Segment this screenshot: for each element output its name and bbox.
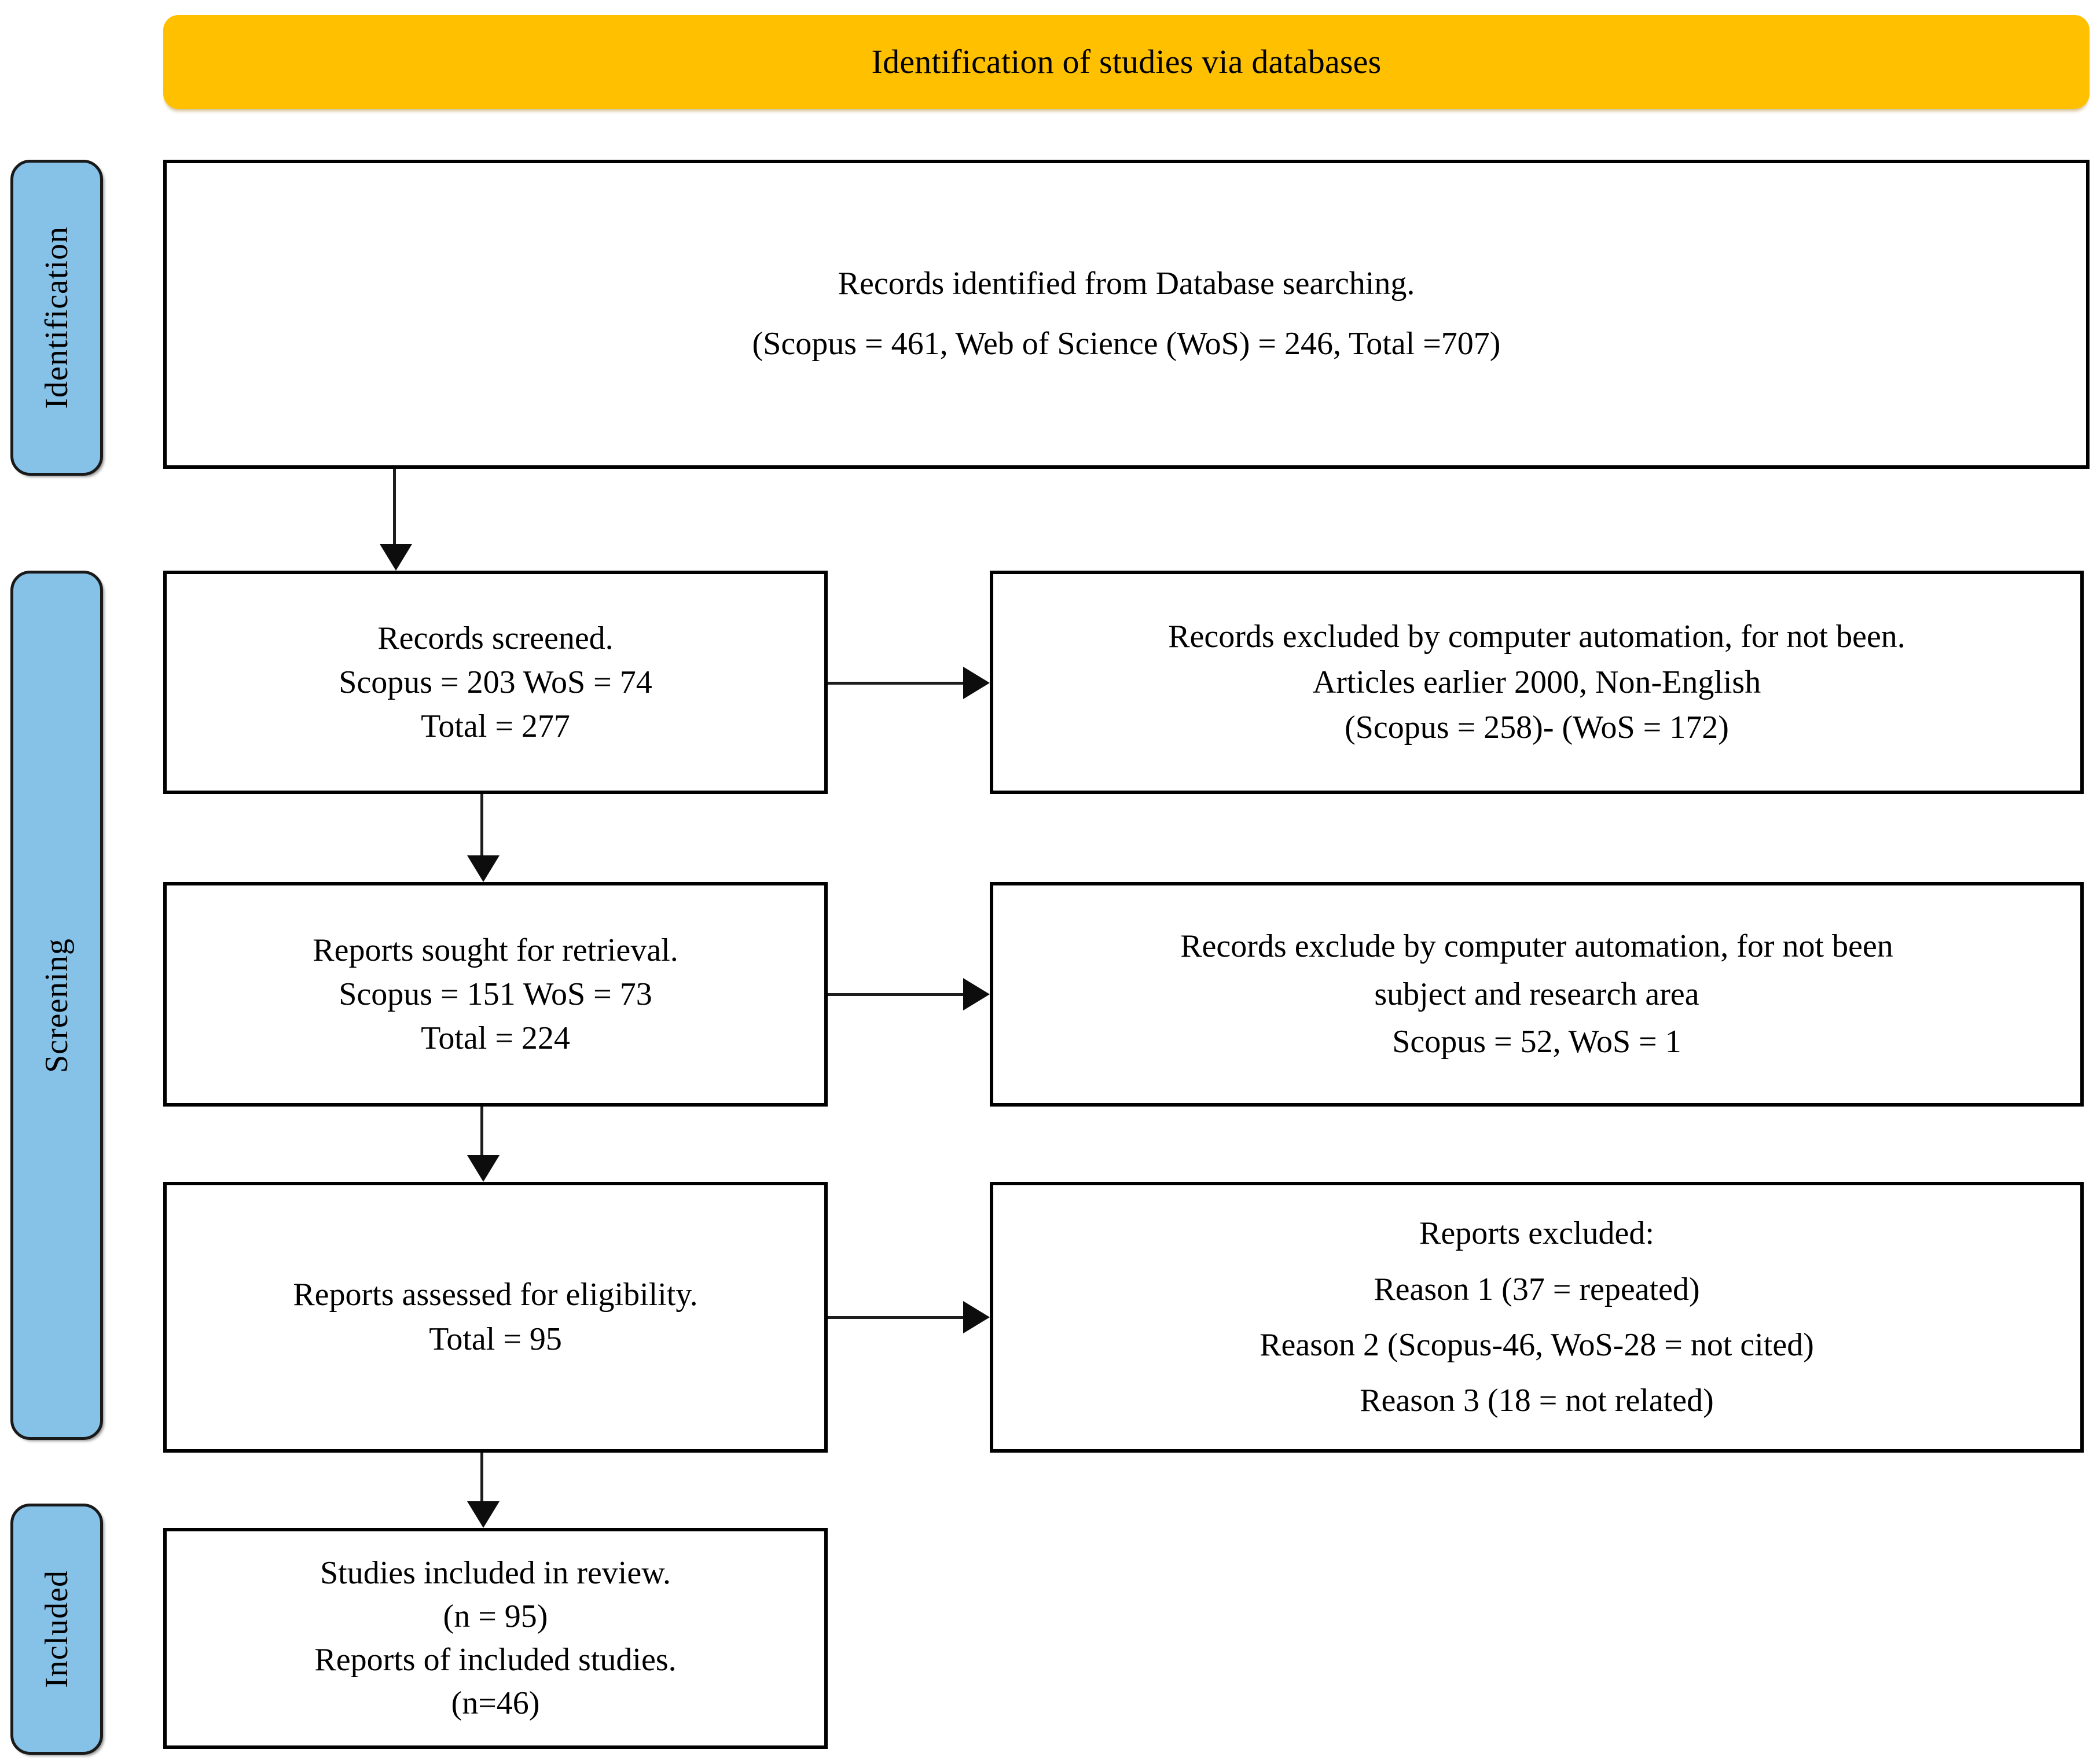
box-records-identified: Records identified from Database searchi…	[163, 160, 2090, 469]
box-line: Records excluded by computer automation,…	[1168, 619, 1905, 655]
box-line: Reason 3 (18 = not related)	[1360, 1383, 1714, 1419]
box-line: Articles earlier 2000, Non-English	[1312, 664, 1761, 700]
box-line: Reason 2 (Scopus-46, WoS-28 = not cited)	[1260, 1327, 1814, 1363]
box-line: Records exclude by computer automation, …	[1180, 928, 1893, 964]
box-line: Total = 95	[429, 1321, 562, 1357]
connector-identified-to-screened	[393, 469, 396, 546]
stage-bar-identification: Identification	[10, 160, 103, 476]
arrow-right-icon	[963, 1301, 990, 1333]
arrow-right-icon	[963, 978, 990, 1010]
box-line: (Scopus = 461, Web of Science (WoS) = 24…	[752, 326, 1501, 362]
box-line: Reports assessed for eligibility.	[293, 1276, 698, 1313]
connector-screened-to-excluded1	[828, 682, 967, 685]
arrow-down-icon	[467, 1155, 500, 1182]
box-line: Reports of included studies.	[314, 1642, 677, 1678]
banner-title: Identification of studies via databases	[871, 43, 1382, 81]
box-line: Total = 224	[421, 1020, 570, 1057]
box-reports-sought-retrieval: Reports sought for retrieval. Scopus = 1…	[163, 882, 828, 1107]
box-line: Scopus = 203 WoS = 74	[339, 664, 652, 700]
box-reports-excluded-reasons: Reports excluded: Reason 1 (37 = repeate…	[990, 1182, 2084, 1453]
arrow-down-icon	[467, 1501, 500, 1528]
box-line: Reports sought for retrieval.	[313, 932, 678, 968]
connector-sought-to-eligible	[480, 1107, 483, 1157]
connector-eligible-to-included	[480, 1453, 483, 1504]
connector-sought-to-excluded2	[828, 993, 967, 996]
box-line: (n = 95)	[443, 1598, 548, 1634]
box-line: Reports excluded:	[1419, 1215, 1654, 1252]
box-line: (n=46)	[451, 1685, 540, 1722]
box-line: Scopus = 151 WoS = 73	[339, 976, 652, 1012]
box-records-excluded-automation: Records excluded by computer automation,…	[990, 571, 2084, 794]
box-reports-assessed-eligibility: Reports assessed for eligibility. Total …	[163, 1182, 828, 1453]
box-line: Total = 277	[421, 708, 570, 745]
box-line: subject and research area	[1374, 976, 1699, 1012]
stage-label-included: Included	[39, 1570, 75, 1688]
box-line: Reason 1 (37 = repeated)	[1374, 1271, 1700, 1307]
stage-label-screening: Screening	[39, 938, 75, 1073]
box-line: Scopus = 52, WoS = 1	[1392, 1024, 1681, 1060]
connector-screened-to-sought	[480, 794, 483, 858]
box-records-screened: Records screened. Scopus = 203 WoS = 74 …	[163, 571, 828, 794]
stage-bar-screening: Screening	[10, 571, 103, 1440]
arrow-down-icon	[380, 544, 412, 571]
box-line: (Scopus = 258)- (WoS = 172)	[1345, 710, 1729, 746]
stage-bar-included: Included	[10, 1504, 103, 1755]
box-records-excluded-subject-area: Records exclude by computer automation, …	[990, 882, 2084, 1107]
arrow-right-icon	[963, 667, 990, 699]
box-studies-included: Studies included in review. (n = 95) Rep…	[163, 1528, 828, 1749]
box-line: Studies included in review.	[320, 1554, 671, 1591]
box-line: Records screened.	[377, 620, 614, 656]
arrow-down-icon	[467, 855, 500, 882]
connector-eligible-to-excluded3	[828, 1316, 967, 1319]
stage-label-identification: Identification	[39, 226, 75, 409]
header-banner: Identification of studies via databases	[163, 15, 2090, 109]
box-line: Records identified from Database searchi…	[838, 266, 1415, 302]
